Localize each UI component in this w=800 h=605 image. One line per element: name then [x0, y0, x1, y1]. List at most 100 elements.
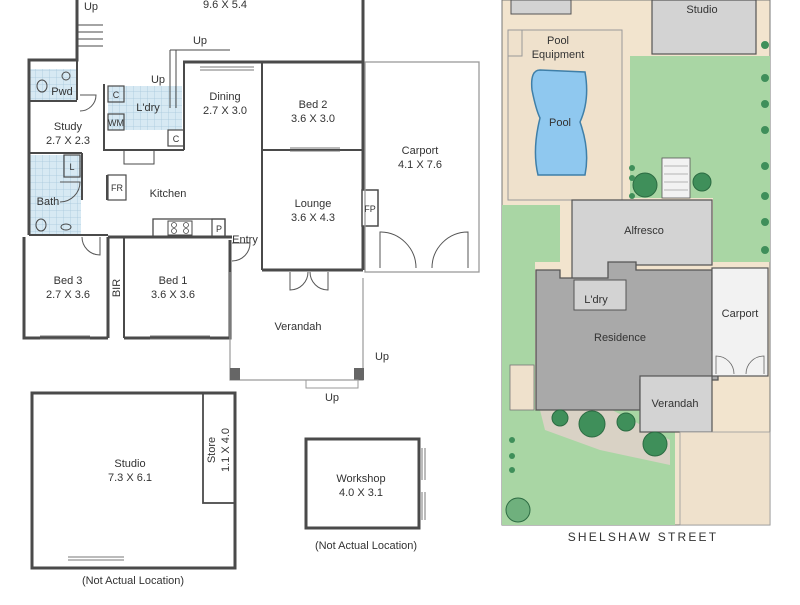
study-dim: 2.7 X 2.3 [46, 135, 90, 147]
store-label: Store [206, 437, 218, 463]
site-plan: Studio Pool Equipment Pool Alfresco L'dr… [501, 0, 771, 544]
workshop-outline [304, 437, 421, 530]
tree-6 [642, 431, 668, 457]
carport-dim: 4.1 X 7.6 [398, 159, 442, 171]
fireplace-label: FP [364, 204, 376, 214]
bed3-label: Bed 3 [54, 275, 83, 287]
studio-dim: 7.3 X 6.1 [108, 472, 152, 484]
pool-equipment-label-1: Pool [547, 35, 569, 47]
study-label: Study [54, 121, 83, 133]
burner-3 [171, 228, 177, 234]
top-room-dim: 9.6 X 5.4 [203, 0, 247, 11]
bir-label: BIR [111, 279, 123, 297]
studio-plan: Studio 7.3 X 6.1 Store 1.1 X 4.0 (Not Ac… [30, 391, 237, 587]
dining-dim: 2.7 X 3.0 [203, 105, 247, 117]
workshop-dim: 4.0 X 3.1 [339, 487, 383, 499]
driveway [679, 431, 771, 526]
fridge-label: FR [111, 183, 123, 193]
bed1-label: Bed 1 [159, 275, 188, 287]
tree-2 [692, 172, 712, 192]
burner-4 [183, 228, 189, 234]
bed3-dim: 2.7 X 3.6 [46, 289, 90, 301]
site-verandah [639, 375, 713, 433]
pwd-label: Pwd [51, 86, 72, 98]
lounge-dim: 3.6 X 4.3 [291, 212, 335, 224]
west-wall [27, 0, 79, 235]
pantry-label: P [216, 224, 222, 234]
alfresco-stairs-lines [664, 165, 688, 191]
kitchen-sink [123, 149, 155, 165]
alfresco-stairs [661, 157, 691, 199]
entry-label: Entry [232, 234, 258, 246]
fridge-box [107, 174, 127, 201]
site-studio [651, 0, 757, 55]
site-laundry [573, 279, 627, 311]
cupboard-label-2: C [173, 134, 180, 144]
washing-machine-box [107, 113, 125, 131]
side-lawn [502, 205, 560, 410]
laundry-label: L'dry [136, 102, 160, 114]
cupboard-label-1: C [113, 90, 120, 100]
basin-pwd [61, 71, 71, 81]
toilet-pwd [36, 79, 48, 93]
bed1-dim: 3.6 X 3.6 [151, 289, 195, 301]
verandah-outline [229, 272, 364, 381]
site-studio-label: Studio [686, 4, 717, 16]
site-carport [711, 267, 769, 377]
studio-note: (Not Actual Location) [82, 575, 184, 587]
verandah-label: Verandah [274, 321, 321, 333]
tree-4 [551, 409, 569, 427]
bath-label: Bath [37, 196, 60, 208]
fireplace-box [361, 189, 379, 227]
carport-outline [364, 61, 480, 273]
bed2-dim: 3.6 X 3.0 [291, 113, 335, 125]
store-dim: 1.1 X 4.0 [220, 428, 232, 472]
pool-equipment-label-2: Equipment [532, 49, 585, 61]
toilet-bath [35, 218, 47, 232]
garden-bed [540, 410, 670, 465]
workshop-window-1 [421, 448, 426, 480]
store-outline [202, 392, 236, 504]
washing-machine-label: WM [108, 118, 124, 128]
bath-floor [29, 155, 81, 235]
pool-label: Pool [549, 117, 571, 129]
site-residence-label: Residence [594, 332, 646, 344]
floor-plan [22, 0, 480, 389]
studio-label: Studio [114, 458, 145, 470]
linen-label: L [69, 162, 74, 172]
street-label: SHELSHAW STREET [568, 530, 719, 544]
site-shed [510, 0, 572, 15]
bed3-outer-wall [22, 237, 108, 340]
site-carport-doors [715, 355, 765, 375]
laundry-cupboard-2 [167, 129, 185, 147]
back-lawn [622, 56, 770, 262]
stairs-dining [169, 50, 177, 108]
stairs-up-label-2: Up [193, 35, 207, 47]
windows [40, 66, 340, 340]
cooktop [167, 220, 193, 236]
burner-1 [171, 222, 177, 228]
verandah-post-2 [354, 368, 364, 380]
laundry-wall [103, 84, 184, 151]
pantry-box [211, 218, 226, 238]
workshop-window-2 [421, 492, 426, 520]
studio-window [68, 556, 124, 561]
site-laundry-label: L'dry [584, 294, 608, 306]
verandah-post-1 [230, 368, 240, 380]
door-swings [59, 94, 469, 291]
verandah-step [305, 379, 359, 389]
stairs-up-label-5: Up [325, 392, 339, 404]
kitchen-bench [152, 218, 226, 238]
burner-2 [183, 222, 189, 228]
hedge-dots [509, 41, 769, 473]
lounge-label: Lounge [295, 198, 332, 210]
stairs-up-label-4: Up [375, 351, 389, 363]
stairs-up-label-1: Up [84, 1, 98, 13]
tree-1 [632, 172, 658, 198]
workshop-plan: Workshop 4.0 X 3.1 (Not Actual Location) [304, 437, 426, 552]
bed2-label: Bed 2 [299, 99, 328, 111]
kitchen-label: Kitchen [150, 188, 187, 200]
linen-cupboard [63, 154, 81, 178]
